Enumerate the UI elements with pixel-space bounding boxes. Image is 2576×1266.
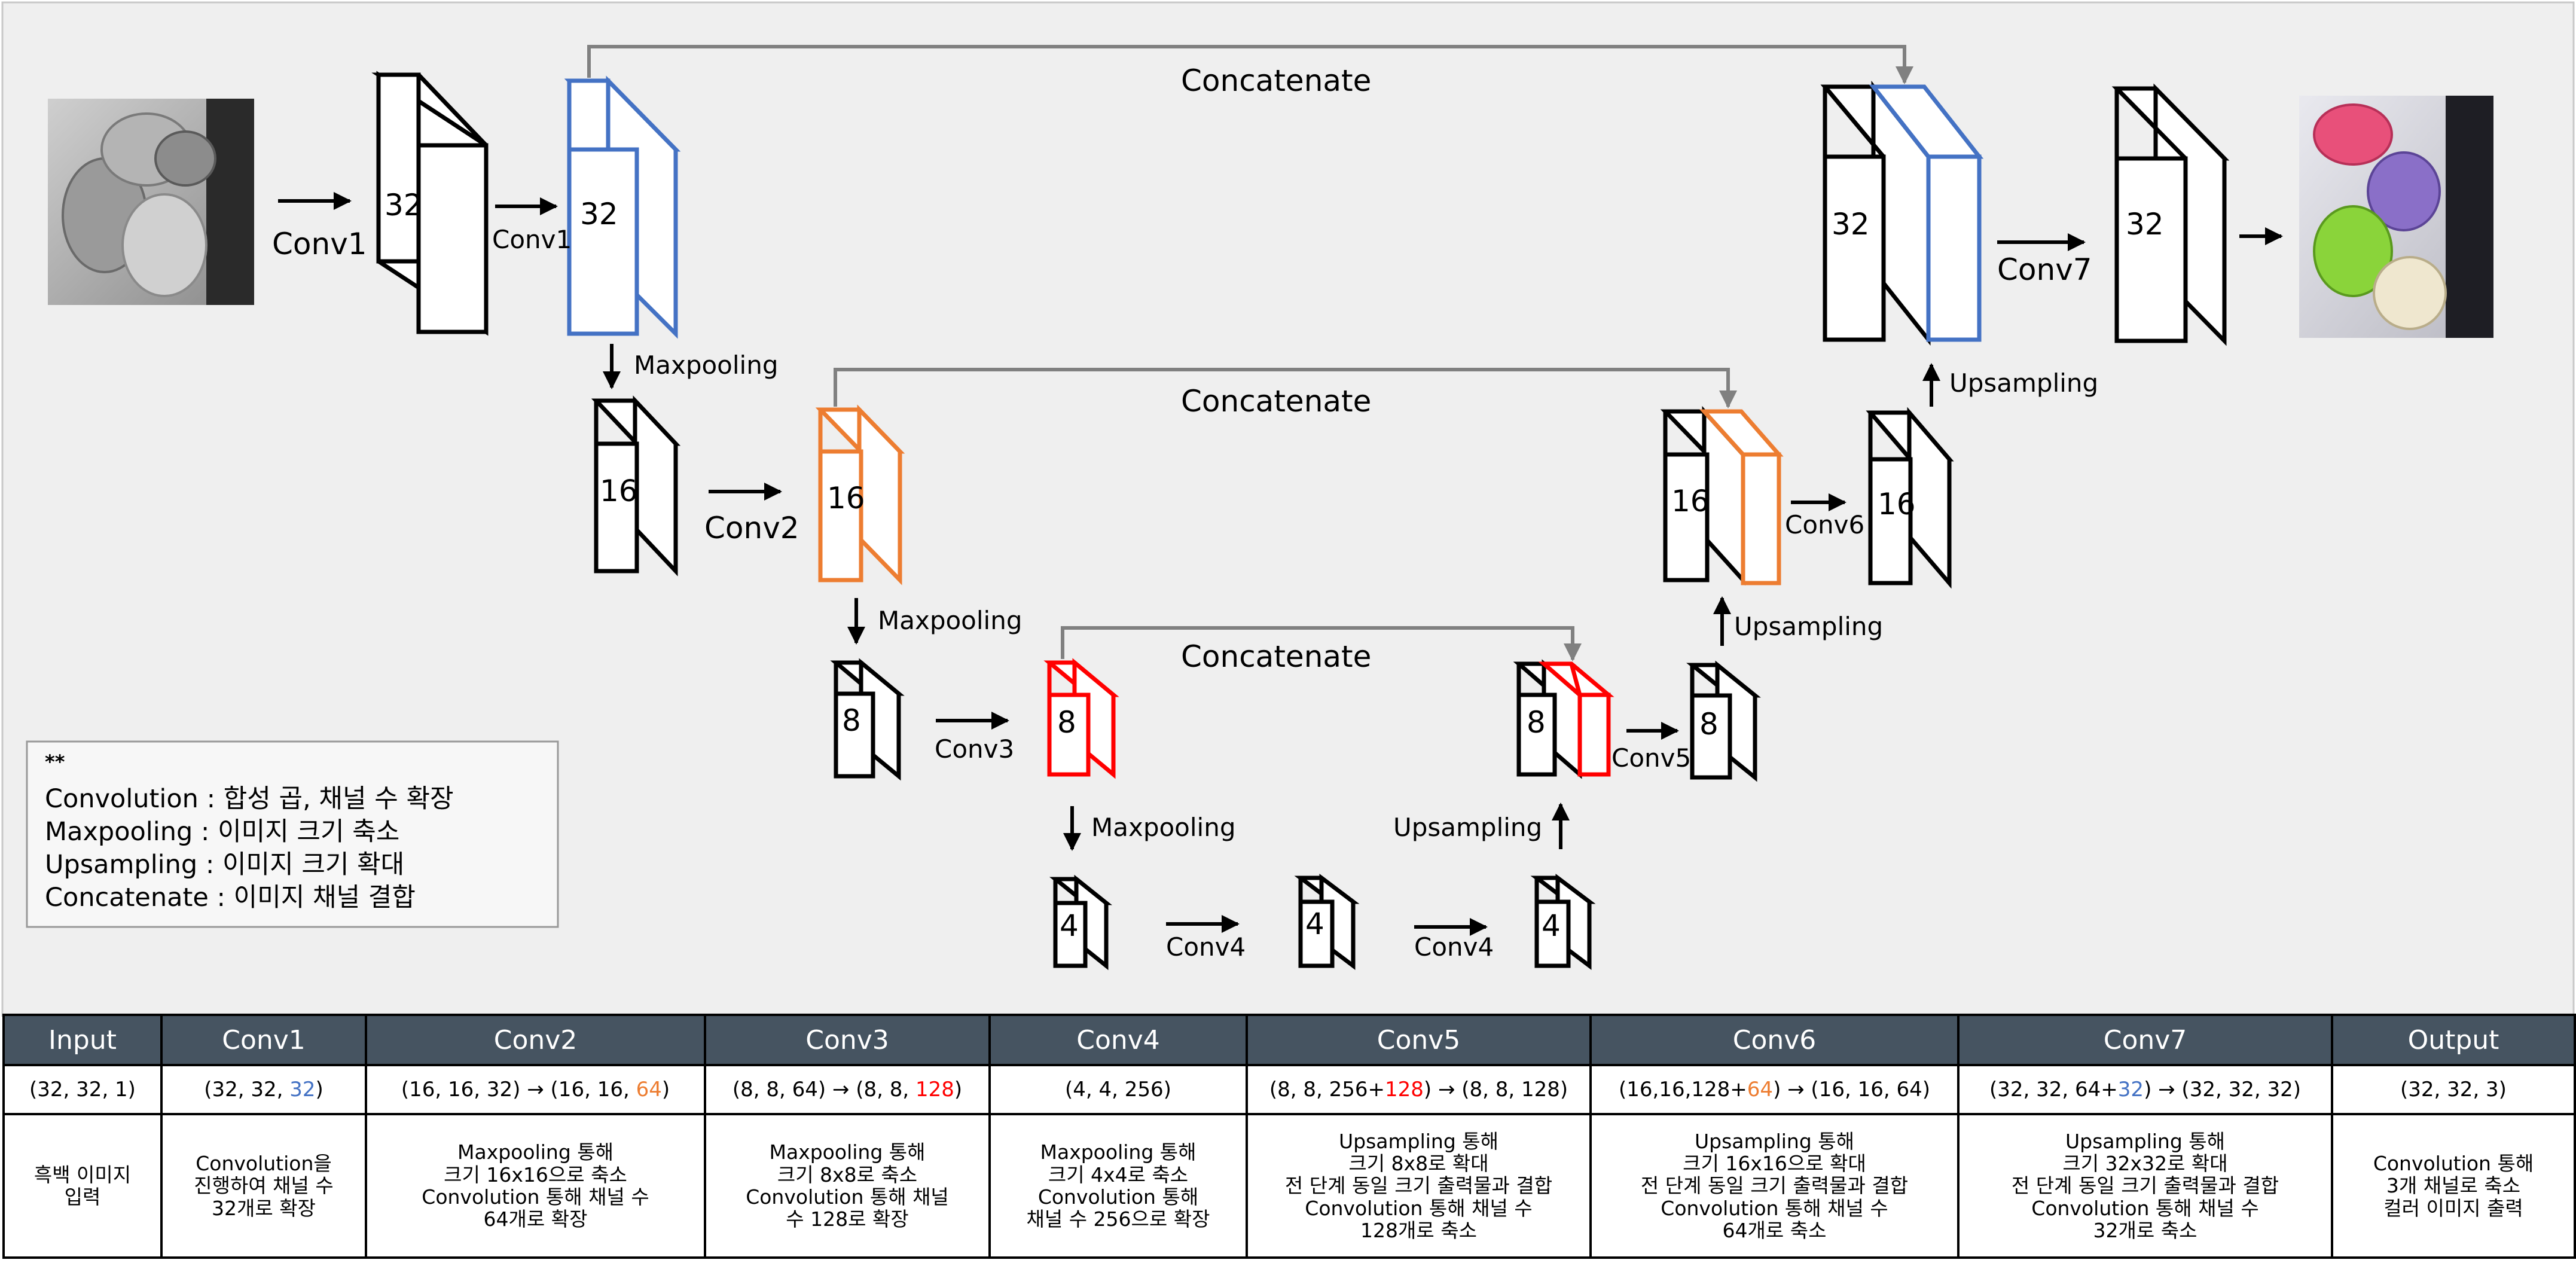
block-pool3-label: 4 [1060, 908, 1079, 943]
block-pool1 [591, 395, 681, 576]
label-upsample1: Upsampling [1393, 813, 1542, 842]
table-shape-cell: (16,16,128+64) → (16, 16, 64) [1589, 1064, 1960, 1115]
legend-item: Concatenate : 이미지 채널 결합 [45, 883, 416, 913]
legend-item: Convolution : 합성 곱, 채널 수 확장 [45, 784, 454, 814]
block-conv6-out-label: 16 [1878, 487, 1916, 521]
table-shape-cell: (32, 32, 64+32) → (32, 32, 32) [1957, 1064, 2333, 1115]
label-conv2: Conv2 [704, 511, 799, 545]
table-header-cell: Conv6 [1589, 1014, 1960, 1066]
label-conv1-first: Conv1 [272, 227, 367, 261]
table-shape-cell: (16, 16, 32) → (16, 16, 64) [365, 1064, 706, 1115]
label-conv5: Conv5 [1611, 743, 1691, 773]
table-shape-row: (32, 32, 1)(32, 32, 32)(16, 16, 32) → (1… [2, 1064, 2576, 1115]
table-header-cell: Conv3 [704, 1014, 991, 1066]
block-conv1-a-label: 32 [384, 188, 423, 222]
label-maxpool3: Maxpooling [1091, 813, 1236, 842]
label-concat-mid: Concatenate [1181, 384, 1371, 419]
block-pool1-label: 16 [600, 474, 638, 508]
table-header-cell: Conv2 [365, 1014, 706, 1066]
label-maxpool1: Maxpooling [634, 350, 779, 380]
table-header-cell: Output [2331, 1014, 2576, 1066]
block-up2-label: 16 [1671, 484, 1710, 518]
concat-connectors [587, 45, 1913, 661]
table-header-cell: Conv5 [1246, 1014, 1592, 1066]
label-upsample3: Upsampling [1949, 368, 2098, 398]
table-shape-cell: (8, 8, 256+128) → (8, 8, 128) [1246, 1064, 1592, 1115]
table-header-cell: Conv7 [1957, 1014, 2333, 1066]
block-conv7-out-label: 32 [2126, 207, 2164, 242]
block-conv4-a [1294, 873, 1360, 971]
block-conv5-out-label: 8 [1699, 707, 1719, 742]
block-conv3-out-label: 8 [1057, 705, 1076, 740]
input-grayscale-image [48, 99, 254, 305]
legend-box [26, 740, 559, 928]
block-conv1-a [371, 71, 489, 336]
table-shape-cell: (32, 32, 1) [2, 1064, 163, 1115]
table-shape-cell: (8, 8, 64) → (8, 8, 128) [704, 1064, 991, 1115]
block-up3 [1820, 80, 1984, 346]
table-header-cell: Input [2, 1014, 163, 1066]
block-up2 [1660, 405, 1784, 586]
label-concat-bottom: Concatenate [1181, 639, 1371, 674]
table-shape-cell: (32, 32, 32) [160, 1064, 367, 1115]
block-conv2-out-label: 16 [827, 481, 865, 515]
block-up1 [1513, 659, 1614, 779]
label-maxpool2: Maxpooling [878, 606, 1023, 635]
block-conv1-b [564, 75, 681, 339]
block-pool3 [1049, 874, 1112, 971]
unet-diagram: 32 32 16 16 8 8 [1, 1, 2575, 1017]
label-conv7: Conv7 [1997, 252, 2092, 287]
legend-item: Upsampling : 이미지 크기 확대 [45, 850, 404, 880]
table-header-cell: Conv1 [160, 1014, 367, 1066]
block-conv3-out [1043, 658, 1119, 779]
block-conv7-out [2111, 83, 2230, 346]
block-conv1-b-label: 32 [580, 197, 618, 231]
label-concat-top: Concatenate [1181, 63, 1371, 98]
block-pool2-label: 8 [842, 703, 861, 738]
label-upsample2: Upsampling [1734, 612, 1883, 641]
table-header-cell: Conv4 [988, 1014, 1248, 1066]
label-conv3: Conv3 [935, 734, 1014, 764]
block-up3-label: 32 [1832, 207, 1870, 242]
block-conv4-a-label: 4 [1305, 907, 1324, 941]
block-pool2 [830, 658, 905, 781]
legend-marker: ** [45, 751, 65, 773]
label-conv4-second: Conv4 [1414, 932, 1494, 962]
output-color-image [2299, 96, 2493, 338]
label-conv4-first: Conv4 [1166, 932, 1246, 962]
block-conv4-b [1530, 873, 1596, 971]
legend-item: Maxpooling : 이미지 크기 축소 [45, 817, 399, 847]
block-conv5-out [1686, 660, 1761, 782]
block-conv2-out [815, 404, 905, 585]
block-up1-label: 8 [1527, 705, 1546, 740]
block-conv6-out [1866, 407, 1954, 589]
block-conv4-b-label: 4 [1542, 908, 1561, 943]
table-shape-cell: (32, 32, 3) [2331, 1064, 2576, 1115]
flow-arrows [278, 192, 2283, 936]
label-conv6: Conv6 [1785, 510, 1864, 539]
label-conv1-second: Conv1 [492, 225, 572, 254]
table-shape-cell: (4, 4, 256) [988, 1064, 1248, 1115]
